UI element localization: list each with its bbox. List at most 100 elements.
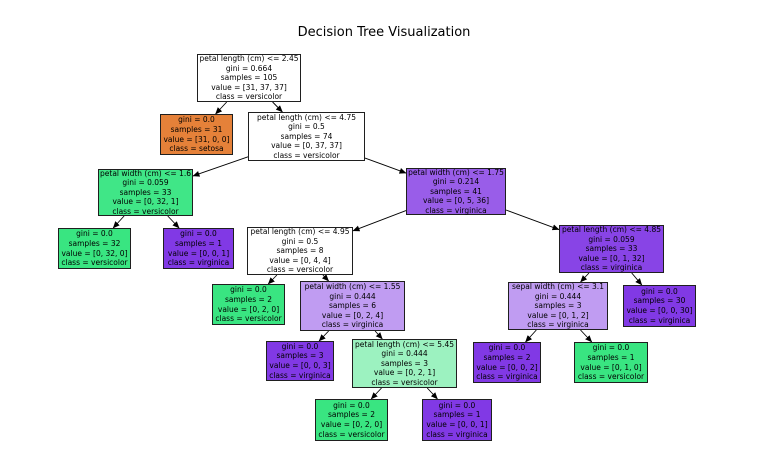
- node-text-line: value = [0, 1, 32]: [578, 253, 645, 263]
- tree-edge-n7-n10: [321, 274, 329, 282]
- node-text-line: gini = 0.444: [381, 349, 428, 359]
- node-text-line: class = versicolor: [215, 92, 283, 102]
- node-text-line: class = versicolor: [318, 429, 385, 439]
- node-text-line: class = virginica: [580, 263, 643, 273]
- node-text-line: petal length (cm) <= 4.75: [257, 112, 356, 122]
- node-text-line: petal length (cm) <= 5.45: [355, 339, 454, 349]
- node-text-line: class = versicolor: [371, 377, 438, 387]
- node-text-line: value = [0, 5, 36]: [422, 196, 489, 206]
- tree-edge-n4-n8: [505, 209, 560, 231]
- node-text-line: class = virginica: [167, 258, 230, 268]
- node-text-line: gini = 0.0: [281, 341, 319, 351]
- node-text-line: gini = 0.0: [76, 229, 113, 239]
- node-text-line: samples = 33: [585, 244, 638, 254]
- node-text-line: samples = 3: [534, 301, 582, 311]
- node-text-line: value = [0, 0, 1]: [167, 248, 230, 258]
- figure-title: Decision Tree Visualization: [297, 25, 471, 40]
- node-text-line: petal length (cm) <= 2.45: [199, 54, 299, 64]
- node-text-line: class = setosa: [169, 144, 224, 154]
- node-text-line: samples = 1: [175, 238, 222, 248]
- node-text-line: class = virginica: [426, 429, 488, 439]
- node-text-line: samples = 2: [225, 294, 272, 304]
- node-text-line: samples = 32: [68, 238, 121, 248]
- node-text-line: petal width (cm) <= 1.75: [408, 167, 504, 177]
- node-text-line: gini = 0.0: [592, 343, 630, 353]
- tree-edge-n14-n17: [370, 387, 382, 400]
- node-text-line: samples = 105: [220, 73, 278, 83]
- node-text-line: class = virginica: [527, 320, 589, 330]
- node-text-line: samples = 6: [329, 301, 376, 311]
- tree-edge-n4-n7: [352, 210, 407, 232]
- node-text-line: class = virginica: [321, 320, 384, 330]
- node-text-line: samples = 41: [430, 186, 482, 196]
- node-text-line: petal width (cm) <= 1.6: [100, 168, 191, 178]
- node-text-line: gini = 0.444: [329, 291, 376, 301]
- node-text-line: samples = 1: [587, 352, 635, 362]
- node-text-line: value = [0, 37, 37]: [271, 141, 342, 151]
- node-text-line: samples = 30: [633, 296, 686, 306]
- node-text-line: value = [31, 37, 37]: [211, 82, 287, 92]
- node-text-line: value = [0, 0, 1]: [426, 420, 488, 429]
- node-text-line: value = [0, 4, 4]: [269, 255, 331, 265]
- node-text-line: value = [0, 2, 0]: [217, 304, 280, 314]
- tree-edges: [112, 101, 643, 400]
- node-text-line: gini = 0.0: [641, 286, 678, 296]
- node-text-line: value = [0, 1, 0]: [580, 362, 642, 372]
- tree-edge-n10-n14: [374, 330, 383, 340]
- node-text-line: value = [0, 2, 1]: [373, 368, 436, 378]
- tree-edge-n8-n11: [580, 272, 590, 283]
- node-text-line: gini = 0.0: [180, 229, 217, 239]
- node-text-line: gini = 0.664: [225, 63, 273, 73]
- node-text-line: gini = 0.0: [438, 400, 476, 410]
- node-text-line: value = [0, 2, 4]: [321, 310, 384, 320]
- tree-edge-n14-n18: [426, 387, 438, 400]
- node-text-line: class = versicolor: [273, 150, 340, 160]
- node-text-line: petal length (cm) <= 4.85: [562, 225, 661, 235]
- node-text-line: sepal width (cm) <= 3.1: [512, 282, 604, 292]
- node-text-line: class = versicolor: [215, 314, 282, 324]
- tree-edge-n10-n13: [318, 330, 329, 342]
- node-text-line: class = virginica: [628, 315, 691, 325]
- node-text-line: gini = 0.059: [122, 178, 169, 188]
- node-text-line: value = [31, 0, 0]: [163, 134, 230, 144]
- node-text-line: value = [0, 0, 2]: [476, 362, 538, 372]
- node-text-line: value = [0, 0, 3]: [269, 361, 331, 370]
- node-text-line: class = versicolor: [112, 206, 179, 216]
- node-text-line: samples = 3: [381, 358, 428, 368]
- tree-edge-n7-n9: [267, 274, 278, 285]
- tree-edge-n0-n1: [215, 101, 228, 115]
- node-text-line: samples = 3: [276, 351, 324, 361]
- node-text-line: value = [0, 1, 2]: [527, 310, 589, 320]
- node-text-line: gini = 0.0: [178, 115, 215, 125]
- node-text-line: class = virginica: [269, 370, 331, 380]
- tree-edge-n11-n16: [580, 329, 593, 343]
- tree-edge-n2-n3: [192, 156, 249, 177]
- node-text-line: class = versicolor: [266, 265, 334, 275]
- node-text-line: class = virginica: [425, 205, 487, 215]
- node-text-line: samples = 31: [170, 124, 223, 134]
- tree-edge-n3-n5: [112, 215, 125, 229]
- node-text-line: samples = 74: [280, 131, 333, 141]
- tree-edge-n2-n4: [364, 157, 407, 174]
- node-text-line: gini = 0.5: [288, 122, 325, 132]
- node-text-line: gini = 0.0: [230, 285, 267, 295]
- node-text-line: gini = 0.214: [432, 177, 480, 187]
- node-text-line: samples = 33: [119, 187, 172, 197]
